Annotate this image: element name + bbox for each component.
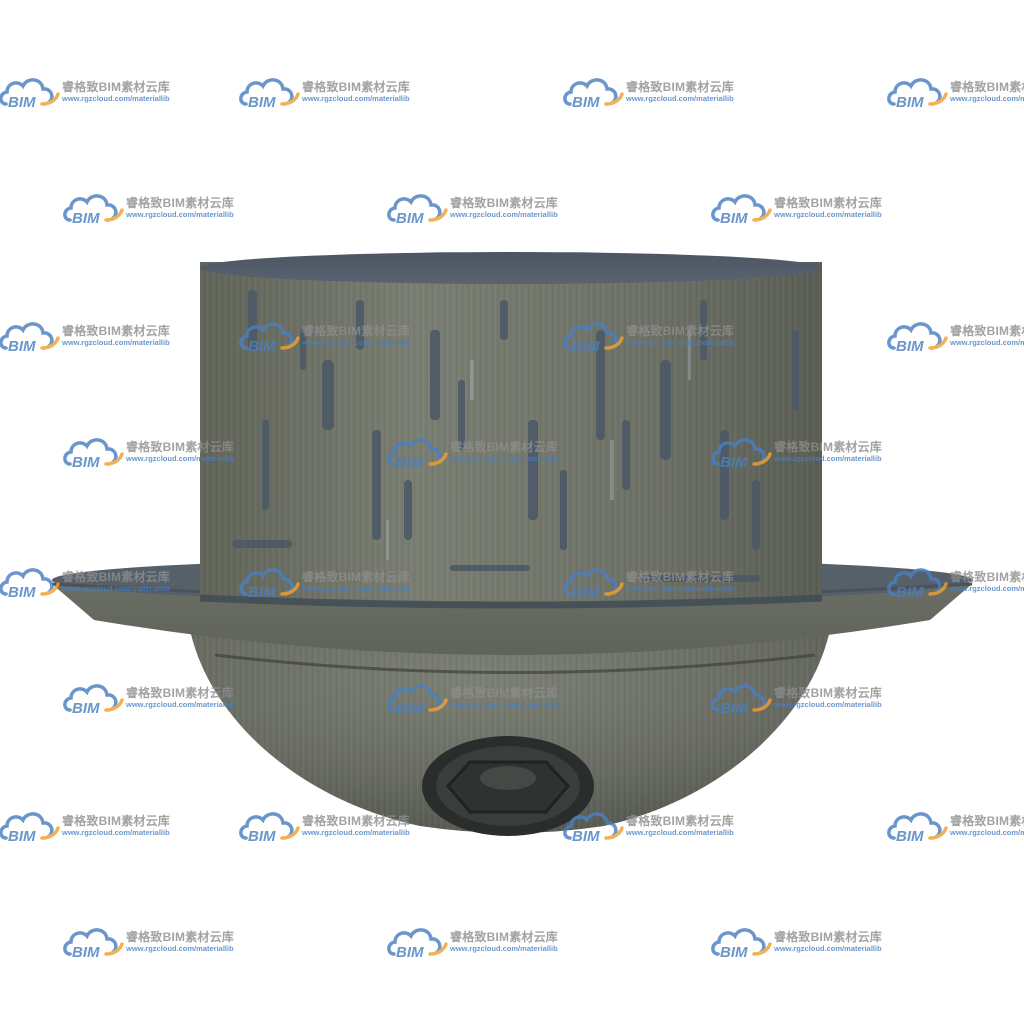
dome-streaks (190, 630, 830, 833)
dome-seam (214, 653, 816, 674)
cylinder-base-edge (199, 594, 823, 609)
highlights (386, 330, 691, 560)
cylinder-streaks (200, 262, 822, 602)
cylinder-top (200, 252, 822, 284)
